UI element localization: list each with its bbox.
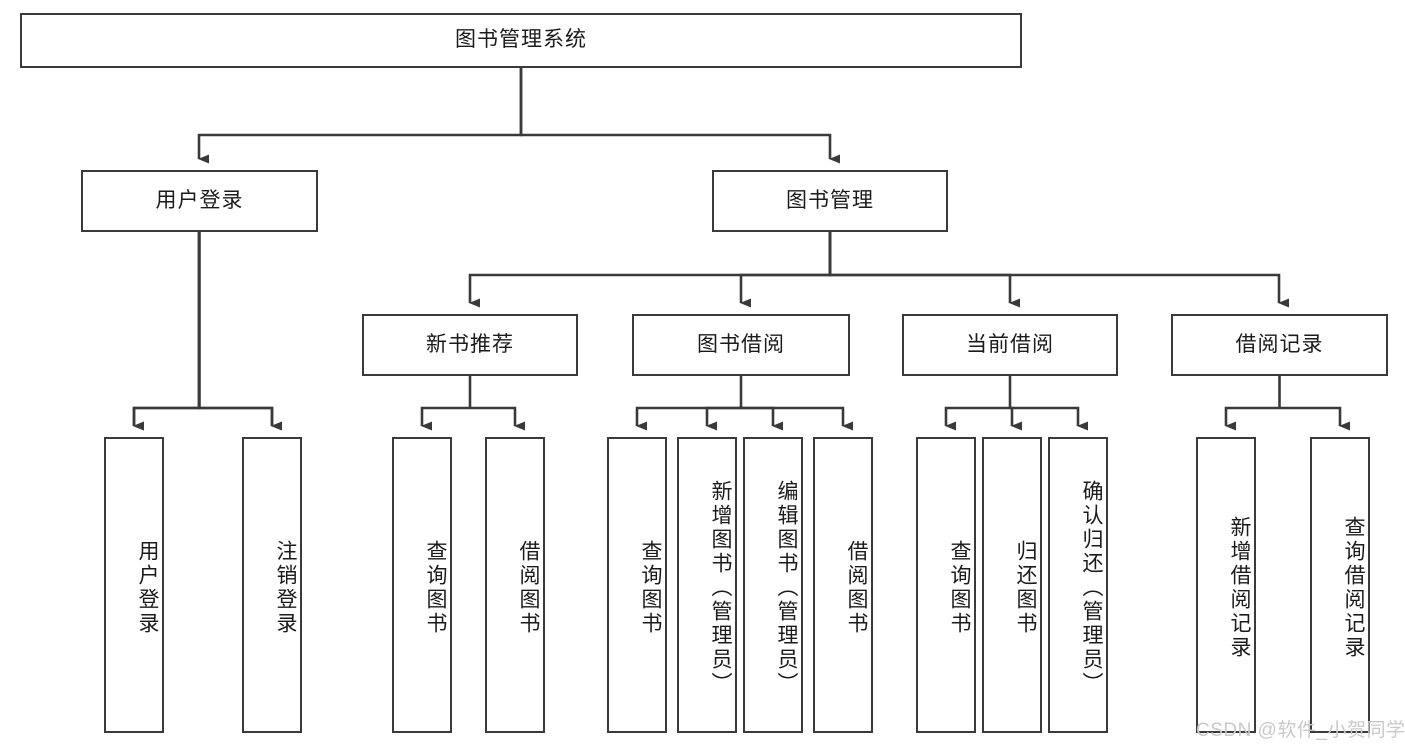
node-leaf-user-logout[interactable]: 注销登录 xyxy=(242,437,302,733)
connector-book-manage-to-new-book-recommend xyxy=(468,232,832,308)
node-book-borrow[interactable]: 图书借阅 xyxy=(632,314,850,376)
connector-book-manage-to-borrow-record xyxy=(828,232,1289,308)
node-label: 用户登录 xyxy=(155,188,244,212)
connector-user-login-to-leaf-user-logout xyxy=(197,232,282,431)
node-leaf-query-book-2[interactable]: 查询图书 xyxy=(607,437,667,733)
connector-borrow-record-to-leaf-query-record xyxy=(1279,406,1350,431)
connector-user-login-to-leaf-user-login xyxy=(132,232,201,431)
node-label: 查询借阅记录 xyxy=(1342,516,1365,660)
node-current-borrow[interactable]: 当前借阅 xyxy=(902,314,1118,376)
node-label: 新书推荐 xyxy=(426,332,514,356)
connector-new-book-recommend-to-leaf-query-book-1 xyxy=(420,406,470,431)
node-label: 图书管理系统 xyxy=(455,28,587,52)
node-leaf-borrow-book-2[interactable]: 借阅图书 xyxy=(813,437,873,733)
connector-root-to-user-login xyxy=(197,68,523,164)
connector-new-book-recommend-to-leaf-borrow-book-1 xyxy=(470,406,525,431)
node-label: 借阅图书 xyxy=(517,540,540,636)
node-leaf-query-record[interactable]: 查询借阅记录 xyxy=(1310,437,1370,733)
node-label: 确认归还（管理员） xyxy=(1080,480,1103,696)
node-label: 图书借阅 xyxy=(697,332,785,356)
node-label: 新增图书（管理员） xyxy=(709,480,732,696)
connector-book-borrow-to-leaf-add-book xyxy=(705,406,741,431)
node-label: 当前借阅 xyxy=(966,332,1054,356)
node-label: 借阅图书 xyxy=(845,540,868,636)
connector-root-to-book-manage xyxy=(519,68,840,164)
node-new-book-recommend[interactable]: 新书推荐 xyxy=(362,314,578,376)
node-leaf-confirm-return[interactable]: 确认归还（管理员） xyxy=(1048,437,1108,733)
node-label: 查询图书 xyxy=(639,540,662,636)
node-user-login[interactable]: 用户登录 xyxy=(81,170,318,232)
node-leaf-add-book[interactable]: 新增图书（管理员） xyxy=(677,437,737,733)
node-borrow-record[interactable]: 借阅记录 xyxy=(1171,314,1388,376)
node-label: 查询图书 xyxy=(424,540,447,636)
connector-current-borrow-to-leaf-return-book xyxy=(1010,406,1022,431)
connector-book-manage-to-current-borrow xyxy=(828,232,1020,308)
node-leaf-query-book-1[interactable]: 查询图书 xyxy=(392,437,452,733)
node-leaf-edit-book[interactable]: 编辑图书（管理员） xyxy=(743,437,803,733)
connector-user-login-to-leaf-user-login xyxy=(132,406,200,431)
connector-current-borrow-to-leaf-query-book-3 xyxy=(944,406,1010,431)
connector-book-manage-to-book-borrow xyxy=(739,232,832,308)
connector-book-borrow-to-leaf-query-book-2 xyxy=(635,406,741,431)
node-label: 用户登录 xyxy=(136,540,159,636)
node-label: 查询图书 xyxy=(948,540,971,636)
watermark: CSDN @软件_小贺同学 xyxy=(1196,720,1405,741)
node-leaf-borrow-book-1[interactable]: 借阅图书 xyxy=(485,437,545,733)
node-leaf-add-record[interactable]: 新增借阅记录 xyxy=(1196,437,1256,733)
node-label: 新增借阅记录 xyxy=(1228,516,1251,660)
node-book-manage[interactable]: 图书管理 xyxy=(712,170,948,232)
node-label: 注销登录 xyxy=(274,540,297,636)
connector-user-login-to-leaf-user-logout xyxy=(199,406,282,431)
node-leaf-return-book[interactable]: 归还图书 xyxy=(982,437,1042,733)
connector-borrow-record-to-leaf-add-record xyxy=(1224,406,1280,431)
node-label: 编辑图书（管理员） xyxy=(775,480,798,696)
node-root[interactable]: 图书管理系统 xyxy=(20,13,1022,68)
connector-book-borrow-to-leaf-edit-book xyxy=(741,406,783,431)
node-label: 图书管理 xyxy=(786,188,874,212)
connector-current-borrow-to-leaf-confirm-return xyxy=(1010,406,1088,431)
node-label: 归还图书 xyxy=(1014,540,1037,636)
node-leaf-query-book-3[interactable]: 查询图书 xyxy=(916,437,976,733)
node-leaf-user-login[interactable]: 用户登录 xyxy=(104,437,164,733)
connector-book-borrow-to-leaf-borrow-book-2 xyxy=(741,406,853,431)
node-label: 借阅记录 xyxy=(1235,332,1324,356)
